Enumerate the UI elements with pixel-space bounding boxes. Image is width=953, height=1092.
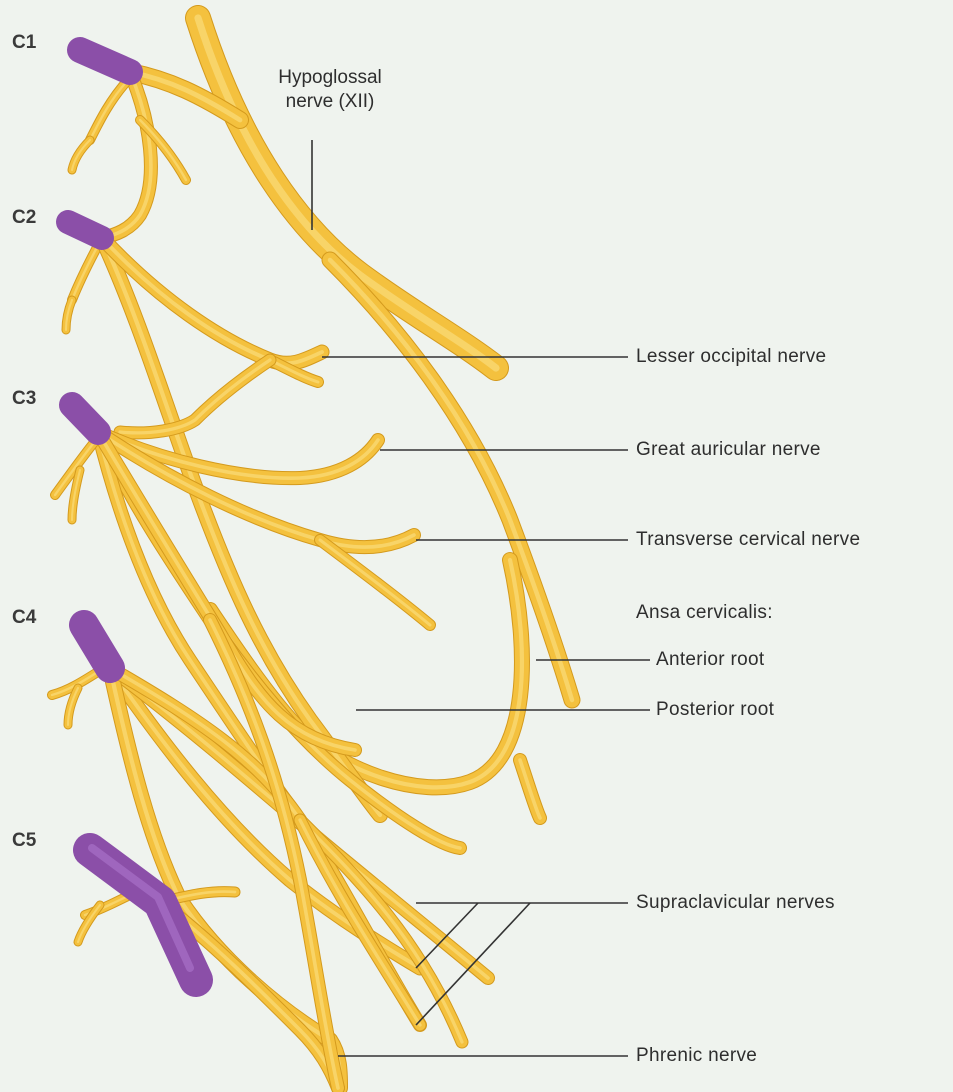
ansa-loop-branch [520,760,540,818]
leader-supraclavicular-branch-2 [416,903,530,1025]
root-c1 [80,50,130,72]
hypoglossal-label-line2: nerve (XII) [245,90,415,114]
label-great-auricular: Great auricular nerve [636,439,821,461]
label-transverse-cervical: Transverse cervical nerve [636,529,860,551]
c2-c3-link [120,360,270,433]
label-lesser-occipital: Lesser occipital nerve [636,346,826,368]
c2-branch-b [66,300,72,330]
spinal-roots [68,50,196,980]
root-c2 [68,222,102,238]
root-label-c2: C2 [12,207,36,229]
root-c5 [90,850,196,980]
hypoglossal-label: Hypoglossal nerve (XII) [245,66,415,114]
label-ansa-cervicalis: Ansa cervicalis: [636,602,773,624]
root-label-c4: C4 [12,607,36,629]
root-c4 [84,625,110,668]
label-supraclavicular: Supraclavicular nerves [636,892,835,914]
hypoglossal-label-line1: Hypoglossal [245,66,415,90]
c1-branch-a [90,80,128,140]
root-label-c5: C5 [12,830,36,852]
root-label-c3: C3 [12,388,36,410]
root-c3 [72,405,98,432]
root-label-c1: C1 [12,32,36,54]
label-anterior-root: Anterior root [656,649,764,671]
label-posterior-root: Posterior root [656,699,774,721]
c1-branch-b [72,140,90,170]
label-phrenic: Phrenic nerve [636,1045,757,1067]
